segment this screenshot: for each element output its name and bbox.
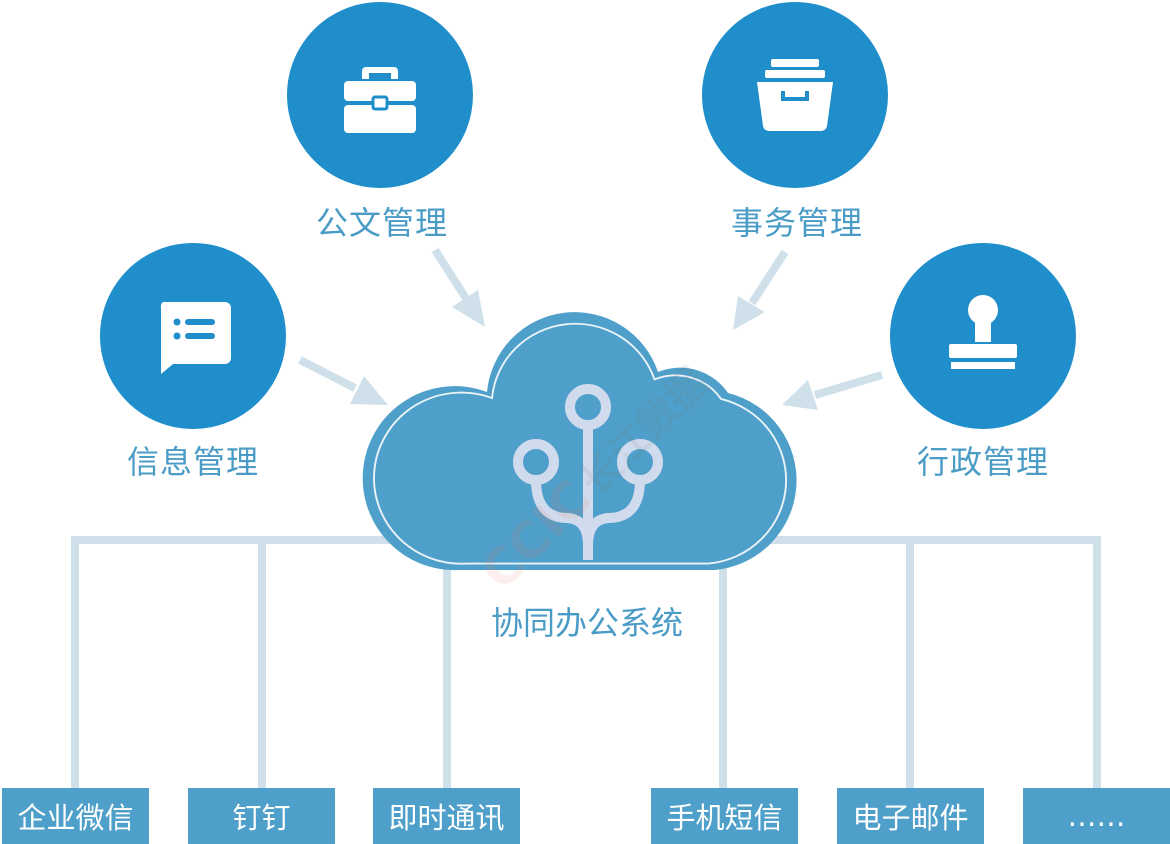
module-admin-management[interactable] bbox=[890, 243, 1076, 429]
arrow-from-affairs-management bbox=[733, 249, 789, 330]
module-label: 事务管理 bbox=[730, 204, 863, 242]
channel-more[interactable]: …… bbox=[1023, 788, 1170, 844]
channel-dingtalk[interactable]: 钉钉 bbox=[188, 788, 335, 844]
module-label: 信息管理 bbox=[126, 443, 259, 481]
channel-sms[interactable]: 手机短信 bbox=[651, 788, 798, 844]
branch-network-icon bbox=[513, 384, 663, 560]
module-affairs-management[interactable] bbox=[702, 2, 888, 188]
arrows bbox=[298, 247, 884, 410]
channel-email[interactable]: 电子邮件 bbox=[837, 788, 984, 844]
briefcase-icon bbox=[344, 67, 416, 133]
stamp-icon bbox=[949, 295, 1017, 369]
archive-box-icon bbox=[757, 59, 833, 132]
channel-connector-lines bbox=[71, 536, 1101, 790]
central-system-label: 协同办公系统 bbox=[490, 604, 683, 642]
arrow-from-admin-management bbox=[782, 371, 884, 410]
module-label: 行政管理 bbox=[916, 443, 1049, 481]
channel-wecom[interactable]: 企业微信 bbox=[2, 788, 149, 844]
arrow-from-document-management bbox=[431, 247, 485, 327]
module-document-management[interactable] bbox=[287, 2, 473, 188]
cloud bbox=[362, 312, 797, 571]
module-label: 公文管理 bbox=[315, 204, 448, 242]
arrow-from-info-management bbox=[298, 356, 388, 405]
channel-instant-messaging[interactable]: 即时通讯 bbox=[373, 788, 520, 844]
module-info-management[interactable] bbox=[100, 243, 286, 429]
chat-list-icon bbox=[160, 302, 231, 374]
